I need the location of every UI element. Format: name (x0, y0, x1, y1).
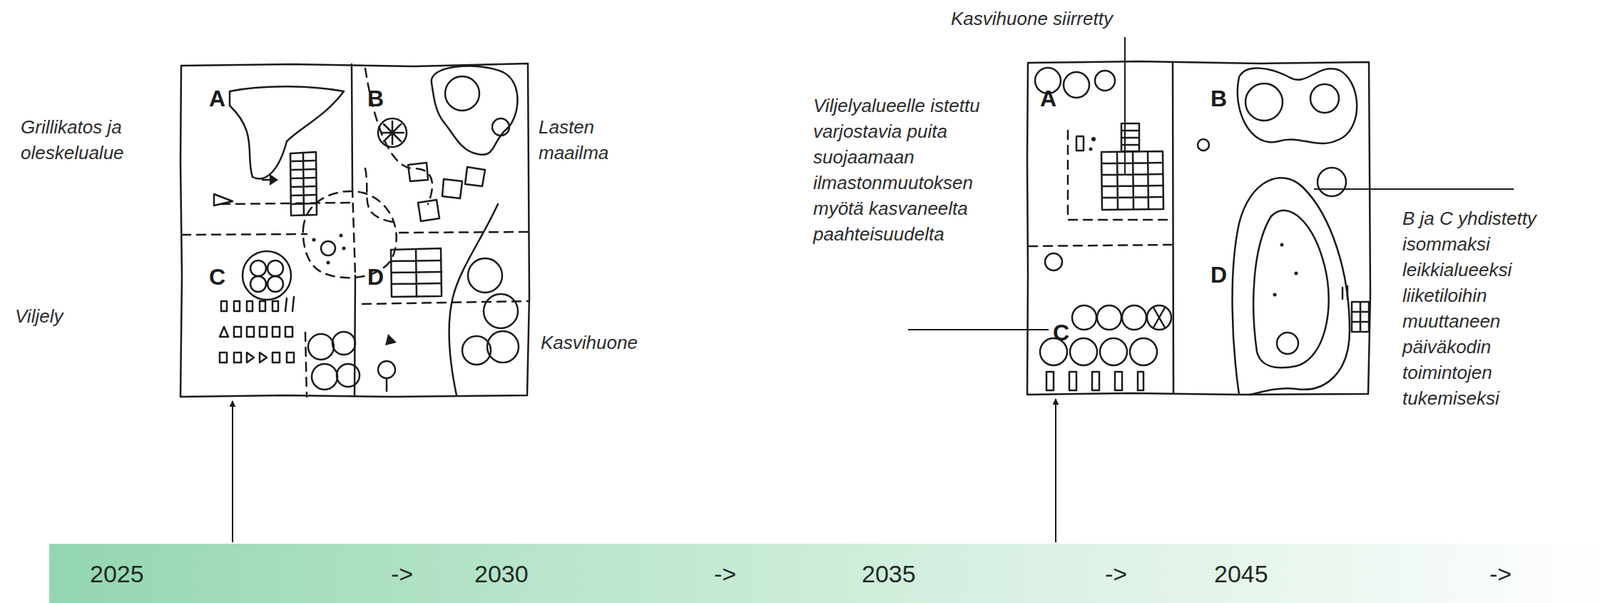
text-slot: A (209, 87, 226, 110)
timeline-year: -> (714, 559, 737, 588)
text-slot: C (1052, 320, 1070, 344)
text-slot: B (1210, 87, 1227, 110)
timeline-arrow (1055, 398, 1057, 543)
text-slot: Grillikatos ja oleskelualue (20, 114, 164, 166)
timeline-year: -> (1104, 559, 1128, 588)
text-slot: C (209, 265, 226, 289)
text-slot: Lasten maailma (538, 114, 632, 166)
quadrant-letter: A (209, 87, 226, 110)
timeline-year: 2030 (474, 559, 529, 588)
text-slot: 2045 (1214, 559, 1269, 588)
leader-line (1124, 37, 1126, 175)
plan-sketch-2025 (178, 61, 531, 399)
plan-sketch: A B C D (178, 61, 531, 399)
plan-sketch: A B C D (1025, 59, 1372, 396)
leader-line (1313, 188, 1514, 190)
text-slot: B (367, 87, 384, 110)
timeline-band: 2025 -> 2030 -> 2035 -> 2045 -> (49, 543, 1600, 603)
text-slot: Kasvihuone siirretty (950, 5, 1113, 32)
annotation: Kasvihuone (540, 329, 638, 356)
quadrant-letter: B (367, 87, 384, 110)
text-slot: Viljely (14, 303, 63, 329)
annotation: Viljely (14, 303, 63, 329)
annotation: Lasten maailma (538, 114, 632, 166)
text-slot: Kasvihuone (540, 329, 638, 356)
timeline-year: 2035 (861, 559, 916, 588)
quadrant-letter: A (1040, 87, 1057, 110)
annotation: Viljelyalueelle istettu varjostavia puit… (813, 92, 1006, 247)
quadrant-letter: B (1210, 87, 1227, 110)
timeline-arrow (231, 400, 234, 543)
quadrant-letter: C (209, 265, 226, 289)
quadrant-letter: D (1210, 263, 1227, 287)
text-slot: A (1040, 87, 1057, 110)
text-slot: Viljelyalueelle istettu varjostavia puit… (813, 92, 1006, 247)
text-slot: B ja C yhdistetty isommaksi leikkialueek… (1402, 205, 1574, 411)
quadrant-letter: C (1052, 320, 1070, 344)
text-slot: D (367, 265, 384, 289)
timeline-year: 2045 (1214, 559, 1269, 588)
text-slot: 2035 (861, 559, 916, 588)
text-slot: 2030 (474, 559, 529, 588)
text-slot: -> (1489, 559, 1512, 588)
annotation: B ja C yhdistetty isommaksi leikkialueek… (1402, 205, 1574, 411)
timeline-year: -> (1489, 559, 1512, 588)
annotation: Grillikatos ja oleskelualue (20, 114, 164, 166)
quadrant-letter: D (367, 265, 384, 289)
text-slot: 2025 (89, 559, 145, 588)
text-slot: -> (714, 559, 737, 588)
annotation: Kasvihuone siirretty (950, 5, 1113, 32)
text-slot: D (1210, 263, 1227, 287)
text-slot: -> (390, 559, 414, 588)
plan-sketch-later (1025, 59, 1372, 396)
timeline-year: 2025 (89, 559, 145, 588)
timeline-year: -> (390, 559, 414, 588)
leader-line (908, 328, 1049, 331)
text-slot: -> (1104, 559, 1128, 588)
